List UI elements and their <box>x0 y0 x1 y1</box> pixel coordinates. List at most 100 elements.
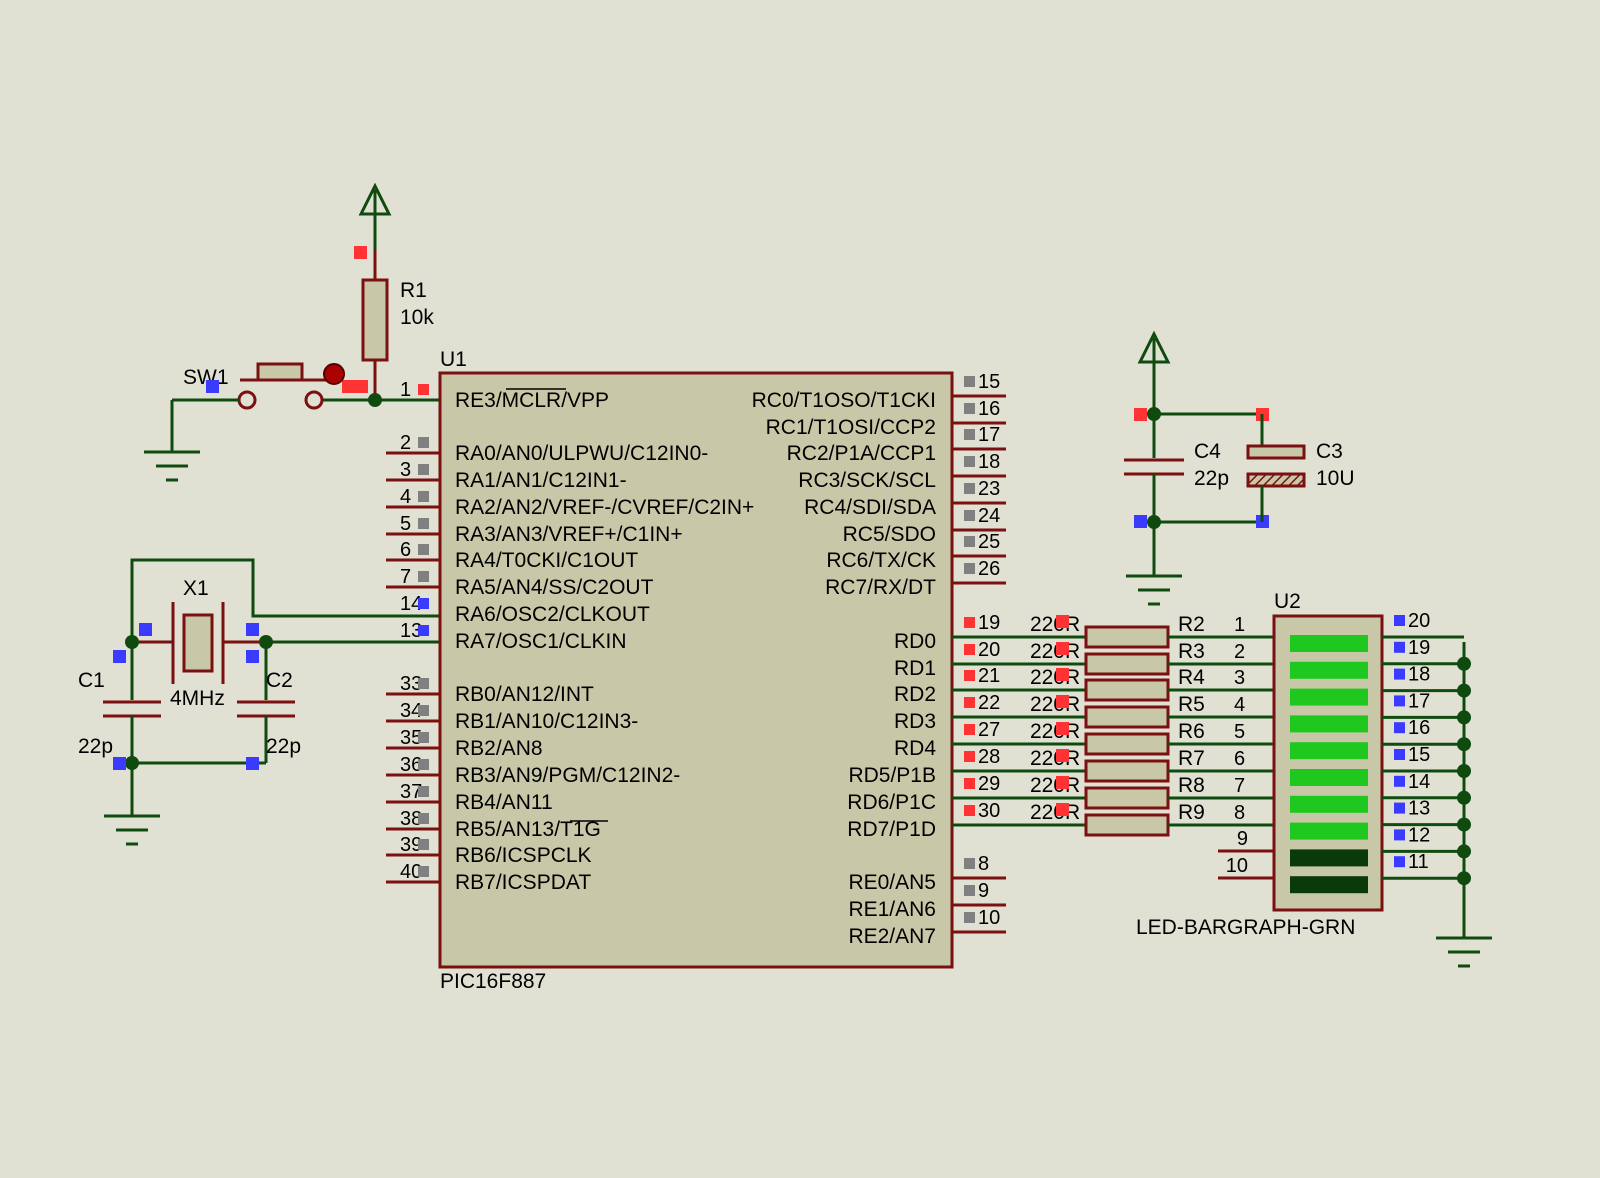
mcu-pin-state-marker <box>964 724 975 735</box>
resistor-ref-label: R8 <box>1178 774 1205 797</box>
ground-icon <box>1436 936 1492 968</box>
sw1-actuator-icon[interactable] <box>323 363 345 385</box>
mcu-pin-name: RC5/SDO <box>843 523 936 546</box>
mcu-pin-number: 5 <box>400 513 411 535</box>
resistor-pin-marker <box>1056 695 1069 708</box>
mcu-pin-name: RA7/OSC1/CLKIN <box>455 630 627 653</box>
mcu-pin-state-marker <box>964 805 975 816</box>
mcu-pin-state-marker <box>964 644 975 655</box>
mcu-pin-name: RB6/ICSPCLK <box>455 844 592 867</box>
resistor-ref-label: R6 <box>1178 720 1205 743</box>
resistor-body[interactable] <box>1084 652 1170 676</box>
mcu-pin-number: 37 <box>400 781 422 803</box>
bargraph-segment-group <box>1290 635 1368 894</box>
c2-pin-marker <box>246 757 259 770</box>
bargraph-pin-number: 19 <box>1408 637 1430 659</box>
mcu-pin-state-marker <box>418 384 429 395</box>
bargraph-pin-number: 18 <box>1408 664 1430 686</box>
mcu-pin-number: 30 <box>978 800 1000 822</box>
c3-capacitor[interactable] <box>1246 414 1306 522</box>
mcu-pin-name: RB0/AN12/INT <box>455 683 594 706</box>
mcu-pin-number: 7 <box>400 566 411 588</box>
sw1-left-pin-marker <box>206 380 219 393</box>
bargraph-input-pin-number: 7 <box>1234 775 1245 797</box>
mcu-pin-name: RC4/SDI/SDA <box>804 496 936 519</box>
mcu-pin-number: 40 <box>400 861 422 883</box>
mcu-pin-number: 20 <box>978 639 1000 661</box>
r1-value-label: 10k <box>400 306 434 329</box>
mcu-pin-state-marker <box>418 491 429 502</box>
mcu-pin-state-marker <box>964 429 975 440</box>
mcu-pin-name: RC6/TX/CK <box>826 549 936 572</box>
resistor-body[interactable] <box>1084 625 1170 649</box>
c4-capacitor[interactable] <box>1124 414 1184 576</box>
c2-capacitor[interactable] <box>237 642 295 763</box>
mcu-pin-name: RB2/AN8 <box>455 737 543 760</box>
bargraph-input-pin-number: 4 <box>1234 694 1245 716</box>
resistor-body[interactable] <box>1084 786 1170 810</box>
mcu-pin-number: 38 <box>400 808 422 830</box>
mcu-pin-state-marker <box>418 625 429 636</box>
bargraph-pin-number: 9 <box>1237 828 1248 850</box>
resistor-pin-marker <box>1056 803 1069 816</box>
led-segment <box>1290 769 1368 786</box>
resistor-body[interactable] <box>1084 813 1170 837</box>
mcu-pin-state-marker <box>418 705 429 716</box>
r1-pin-top-marker <box>354 246 367 259</box>
mcu-pin-name: RE3/MCLR/VPP <box>455 389 609 412</box>
mcu-pin-state-marker <box>964 456 975 467</box>
mcu-pin-state-marker <box>418 518 429 529</box>
mcu-pin-name: RA4/T0CKI/C1OUT <box>455 549 638 572</box>
resistor-body[interactable] <box>1084 759 1170 783</box>
mcu-pin-name: RD4 <box>894 737 936 760</box>
mcu-pin-number: 8 <box>978 853 989 875</box>
bargraph-input-pin-number: 1 <box>1234 614 1245 636</box>
resistor-pin-marker <box>1056 668 1069 681</box>
oscillator-circuit: X1 4MHz C1 22p C2 22p <box>78 558 440 846</box>
mcu-pin-state-marker <box>964 751 975 762</box>
mcu-pin-state-marker <box>418 464 429 475</box>
mcu-pin-number: 10 <box>978 907 1000 929</box>
bargraph-pin-state-marker <box>1394 856 1405 868</box>
mcu-pin-number: 33 <box>400 673 422 695</box>
resistor-value-label: 220R <box>1030 640 1080 663</box>
resistor-body[interactable] <box>1084 678 1170 702</box>
mcu-pin-name: RC2/P1A/CCP1 <box>787 442 936 465</box>
mcu-pin-name: RA5/AN4/SS/C2OUT <box>455 576 654 599</box>
resistor-ref-label: R2 <box>1178 613 1205 636</box>
mcu-pin-name: RD2 <box>894 683 936 706</box>
c1-capacitor[interactable] <box>103 642 161 816</box>
mcu-u1[interactable] <box>438 371 954 969</box>
resistor-body[interactable] <box>1084 705 1170 729</box>
mcu-pin-state-marker <box>418 598 429 609</box>
mcu-pin-name: RA3/AN3/VREF+/C1IN+ <box>455 523 683 546</box>
resistor-pin-marker <box>1056 722 1069 735</box>
resistor-pin-marker <box>1056 615 1069 628</box>
power-terminal-icon <box>1137 330 1171 414</box>
mcu-pin-name: RD7/P1D <box>847 818 936 841</box>
led-segment <box>1290 822 1368 840</box>
resistor-value-label: 220R <box>1030 801 1080 824</box>
bargraph-input-pin-number: 6 <box>1234 748 1245 770</box>
mcu-pin-number: 19 <box>978 612 1000 634</box>
bargraph-pin-number: 17 <box>1408 690 1430 712</box>
bargraph-pin-number: 14 <box>1408 771 1430 793</box>
mcu-pin-number: 36 <box>400 754 422 776</box>
mcu-pin-name: RA6/OSC2/CLKOUT <box>455 603 650 626</box>
r1-resistor[interactable] <box>361 250 389 398</box>
resistor-ref-label: R4 <box>1178 666 1205 689</box>
mcu-pin-state-marker <box>964 858 975 869</box>
mcu-pin-number: 1 <box>400 379 411 401</box>
mcu-pin-state-marker <box>418 571 429 582</box>
bargraph-pin-number: 15 <box>1408 744 1430 766</box>
resistor-ref-label: R3 <box>1178 640 1205 663</box>
power-terminal-icon <box>358 182 392 250</box>
resistor-body[interactable] <box>1084 732 1170 756</box>
mcu-pin-state-marker <box>418 866 429 877</box>
x1-crystal[interactable] <box>132 602 266 684</box>
